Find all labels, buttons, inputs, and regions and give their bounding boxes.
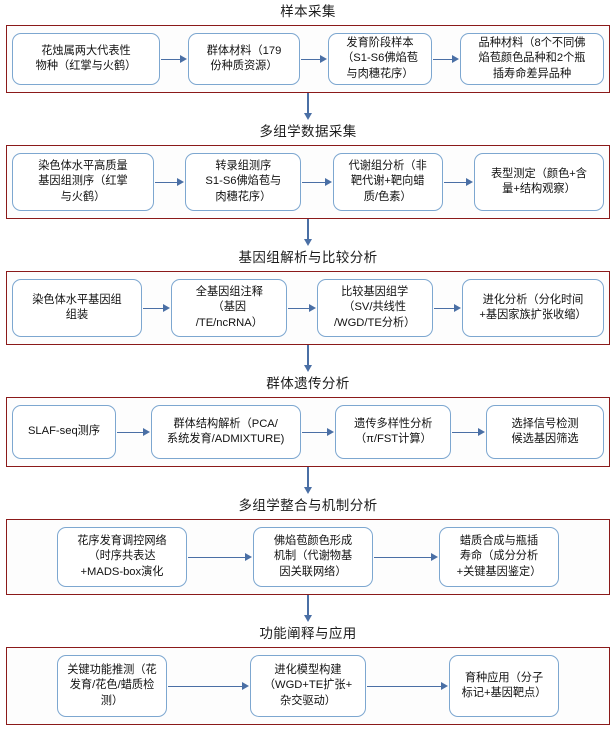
- stage-frame: 花序发育调控网络 （时序共表达 +MADS-box演化 佛焰苞颜色形成 机制（代…: [6, 519, 610, 595]
- flow-node-label: 佛焰苞颜色形成 机制（代谢物基 因关联网络）: [273, 534, 353, 578]
- flow-node-label: 花烛属两大代表性 物种（红掌与火鹤）: [35, 44, 137, 73]
- arrow-right-icon: [374, 552, 438, 563]
- stage-title: 样本采集: [280, 4, 336, 19]
- flow-node[interactable]: 关键功能推测（花 发育/花色/蜡质检 测）: [57, 655, 167, 717]
- arrow-right-icon: [301, 427, 335, 438]
- arrow-right-icon: [302, 177, 332, 188]
- stage-title: 多组学数据采集: [259, 124, 357, 139]
- flow-node-label: 进化分析（分化时间 +基因家族扩张收缩）: [479, 293, 587, 322]
- flow-node[interactable]: 花烛属两大代表性 物种（红掌与火鹤）: [12, 33, 160, 85]
- flow-node-label: 染色体水平高质量 基因组测序（红掌 与火鹤）: [38, 159, 128, 203]
- arrow-right-icon: [168, 681, 249, 692]
- flow-node[interactable]: 选择信号检测 候选基因筛选: [486, 405, 605, 459]
- stage-frame: SLAF-seq测序 群体结构解析（PCA/ 系统发育/ADMIXTURE) 遗…: [6, 397, 610, 467]
- flow-node[interactable]: 表型测定（颜色+含 量+结构观察）: [473, 153, 604, 211]
- flow-node[interactable]: 染色体水平高质量 基因组测序（红掌 与火鹤）: [12, 153, 154, 211]
- flow-node-label: 群体材料（179 份种质资源）: [206, 44, 282, 73]
- flow-node-label: 关键功能推测（花 发育/花色/蜡质检 测）: [67, 663, 157, 707]
- arrow-right-icon: [117, 427, 150, 438]
- stage-frame: 染色体水平高质量 基因组测序（红掌 与火鹤） 转录组测序 S1-S6佛焰苞与 肉…: [6, 145, 610, 219]
- arrow-right-icon: [161, 54, 187, 65]
- arrow-right-icon: [367, 681, 448, 692]
- arrow-down-icon: [0, 93, 616, 120]
- flow-node[interactable]: 育种应用（分子 标记+基因靶点）: [449, 655, 559, 717]
- arrow-down-icon: [0, 219, 616, 246]
- flow-node[interactable]: 转录组测序 S1-S6佛焰苞与 肉穗花序）: [185, 153, 302, 211]
- arrow-right-icon: [433, 54, 459, 65]
- flow-node-label: 品种材料（8个不同佛 焰苞颜色品种和2个瓶 插寿命差异品种: [478, 36, 586, 80]
- stage-population-genetics: 群体遗传分析 SLAF-seq测序 群体结构解析（PCA/ 系统发育/ADMIX…: [0, 372, 616, 467]
- arrow-down-icon: [0, 467, 616, 494]
- flow-node-label: 发育阶段样本 （S1-S6佛焰苞 与肉穗花序）: [342, 36, 418, 80]
- stage-title: 多组学整合与机制分析: [238, 498, 378, 513]
- stage-multiomics-integration-mechanism: 多组学整合与机制分析 花序发育调控网络 （时序共表达 +MADS-box演化 佛…: [0, 494, 616, 595]
- stage-title: 基因组解析与比较分析: [238, 250, 378, 265]
- stage-frame: 染色体水平基因组 组装 全基因组注释 （基因 /TE/ncRNA） 比较基因组学…: [6, 271, 610, 345]
- flow-node[interactable]: 花序发育调控网络 （时序共表达 +MADS-box演化: [57, 527, 187, 587]
- flow-node[interactable]: 遗传多样性分析 （π/FST计算）: [335, 405, 452, 459]
- flow-node[interactable]: 佛焰苞颜色形成 机制（代谢物基 因关联网络）: [253, 527, 373, 587]
- arrow-right-icon: [188, 552, 252, 563]
- arrow-right-icon: [301, 54, 327, 65]
- flow-node-label: 全基因组注释 （基因 /TE/ncRNA）: [195, 285, 263, 329]
- flow-node-label: 进化模型构建 （WGD+TE扩张+ 杂交驱动）: [263, 663, 353, 707]
- stage-title: 群体遗传分析: [266, 376, 350, 391]
- arrow-right-icon: [443, 177, 474, 188]
- arrow-down-icon: [0, 595, 616, 622]
- stage-frame: 关键功能推测（花 发育/花色/蜡质检 测） 进化模型构建 （WGD+TE扩张+ …: [6, 647, 610, 725]
- flow-node[interactable]: 进化模型构建 （WGD+TE扩张+ 杂交驱动）: [250, 655, 366, 717]
- flow-node[interactable]: 进化分析（分化时间 +基因家族扩张收缩）: [461, 279, 604, 337]
- flow-node-label: 比较基因组学 （SV/共线性 /WGD/TE分析）: [333, 285, 416, 329]
- arrow-right-icon: [452, 427, 485, 438]
- stage-genome-assembly-comparative: 基因组解析与比较分析 染色体水平基因组 组装 全基因组注释 （基因 /TE/nc…: [0, 246, 616, 345]
- arrow-right-icon: [288, 303, 316, 314]
- flow-node[interactable]: 群体材料（179 份种质资源）: [188, 33, 300, 85]
- flow-node-label: 遗传多样性分析 （π/FST计算）: [354, 417, 433, 446]
- arrow-right-icon: [155, 177, 185, 188]
- arrow-right-icon: [143, 303, 171, 314]
- flow-node-label: 蜡质合成与瓶插 寿命（成分分析 +关键基因鉴定）: [456, 534, 542, 578]
- flow-node[interactable]: 代谢组分析（非 靶代谢+靶向蜡 质/色素）: [332, 153, 443, 211]
- flow-node-label: SLAF-seq测序: [27, 425, 101, 438]
- flow-node[interactable]: 群体结构解析（PCA/ 系统发育/ADMIXTURE): [150, 405, 301, 459]
- stage-multiomics-data-collection: 多组学数据采集 染色体水平高质量 基因组测序（红掌 与火鹤） 转录组测序 S1-…: [0, 120, 616, 219]
- flow-node-label: 花序发育调控网络 （时序共表达 +MADS-box演化: [77, 534, 167, 578]
- flow-node[interactable]: 发育阶段样本 （S1-S6佛焰苞 与肉穗花序）: [328, 33, 432, 85]
- flow-node[interactable]: 蜡质合成与瓶插 寿命（成分分析 +关键基因鉴定）: [439, 527, 559, 587]
- flow-node-label: 选择信号检测 候选基因筛选: [511, 417, 579, 446]
- stage-functional-interpretation-application: 功能阐释与应用 关键功能推测（花 发育/花色/蜡质检 测） 进化模型构建 （WG…: [0, 622, 616, 725]
- flow-node-label: 转录组测序 S1-S6佛焰苞与 肉穗花序）: [205, 159, 282, 203]
- stage-frame: 花烛属两大代表性 物种（红掌与火鹤） 群体材料（179 份种质资源） 发育阶段样…: [6, 25, 610, 93]
- stage-title: 功能阐释与应用: [259, 626, 357, 641]
- flow-node[interactable]: 全基因组注释 （基因 /TE/ncRNA）: [171, 279, 288, 337]
- flow-node[interactable]: SLAF-seq测序: [12, 405, 116, 459]
- flow-node-label: 群体结构解析（PCA/ 系统发育/ADMIXTURE): [166, 417, 285, 446]
- flow-node[interactable]: 比较基因组学 （SV/共线性 /WGD/TE分析）: [316, 279, 433, 337]
- flow-node[interactable]: 染色体水平基因组 组装: [12, 279, 142, 337]
- arrow-right-icon: [433, 303, 462, 314]
- flow-node-label: 育种应用（分子 标记+基因靶点）: [461, 671, 547, 700]
- flow-node-label: 代谢组分析（非 靶代谢+靶向蜡 质/色素）: [348, 159, 427, 203]
- arrow-down-icon: [0, 345, 616, 372]
- stage-sample-collection: 样本采集 花烛属两大代表性 物种（红掌与火鹤） 群体材料（179 份种质资源） …: [0, 0, 616, 93]
- flow-node[interactable]: 品种材料（8个不同佛 焰苞颜色品种和2个瓶 插寿命差异品种: [460, 33, 604, 85]
- flow-node-label: 染色体水平基因组 组装: [32, 293, 122, 322]
- flow-node-label: 表型测定（颜色+含 量+结构观察）: [490, 167, 587, 196]
